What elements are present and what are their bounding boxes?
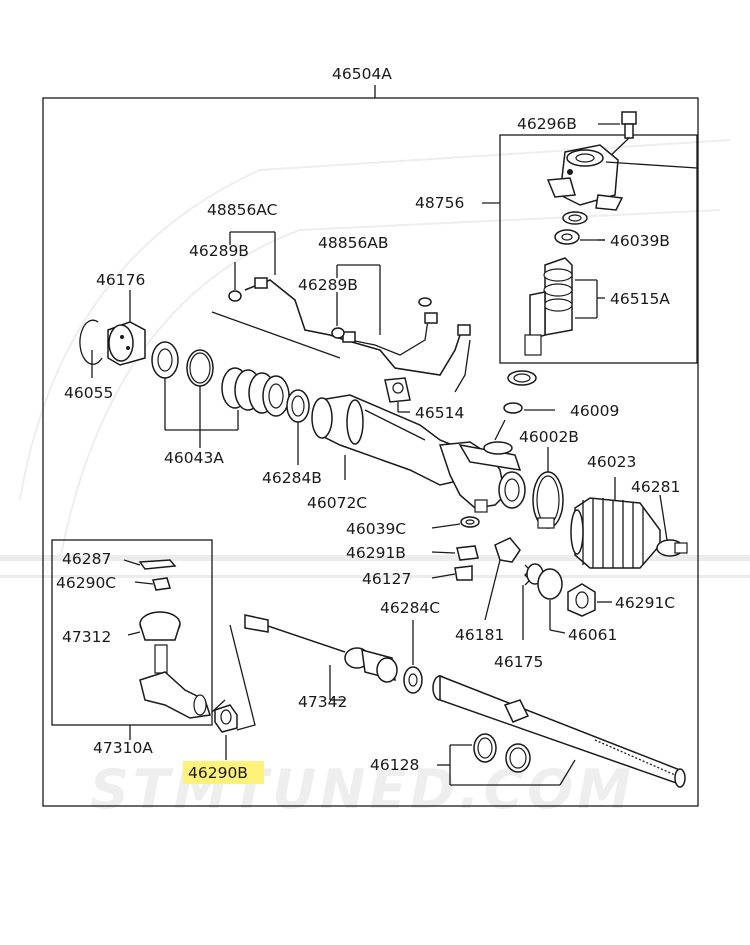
- washer-46284C-drawing: [403, 620, 423, 694]
- rack-seals-drawing: [221, 367, 310, 465]
- rack-housing-46072C-drawing: [311, 394, 526, 513]
- label-46039B[interactable]: 46039B: [610, 232, 670, 250]
- valve-housing-48756-drawing: [546, 144, 698, 211]
- nut-46290B-drawing: [211, 624, 256, 760]
- label-48856AC[interactable]: 48856AC: [207, 201, 277, 219]
- tie-rod-47342-drawing: [244, 614, 398, 700]
- pinion-valve-46515A-drawing: [524, 257, 605, 356]
- label-46039C[interactable]: 46039C: [346, 520, 406, 538]
- band-46002B-drawing: [532, 447, 564, 529]
- bushing-46043A-drawing: [151, 341, 239, 448]
- watermark-text: STMTUNED.COM: [90, 758, 635, 821]
- pressure-pipes-drawing: [211, 231, 471, 393]
- label-46009[interactable]: 46009: [570, 402, 619, 420]
- label-46181[interactable]: 46181: [455, 626, 504, 644]
- label-46284B[interactable]: 46284B: [262, 469, 322, 487]
- label-46291C[interactable]: 46291C: [615, 594, 675, 612]
- boot-46023-drawing: [570, 477, 661, 569]
- label-46504A[interactable]: 46504A: [332, 65, 392, 83]
- label-46061[interactable]: 46061: [568, 626, 617, 644]
- label-46514[interactable]: 46514: [415, 404, 464, 422]
- label-46002B[interactable]: 46002B: [519, 428, 579, 446]
- label-46175[interactable]: 46175: [494, 653, 543, 671]
- seal-46009-drawing: [503, 370, 555, 414]
- rack-guide-parts-drawing: [484, 537, 612, 640]
- label-46128[interactable]: 46128: [370, 756, 419, 774]
- end-cap-46176-drawing: [107, 290, 146, 366]
- clamp-46514-drawing: [384, 377, 411, 413]
- leader-lines: [91, 239, 605, 766]
- label-46284C[interactable]: 46284C: [380, 599, 440, 617]
- label-46281[interactable]: 46281: [631, 478, 680, 496]
- part-labels: 46504A 46296B 48756 46039B 46515A 48856A…: [56, 65, 680, 784]
- label-46072C[interactable]: 46072C: [307, 494, 367, 512]
- washer-46039B-drawing: [554, 229, 605, 245]
- label-46289B-center[interactable]: 46289B: [298, 276, 358, 294]
- small-parts-center-drawing: [431, 516, 480, 581]
- label-46127[interactable]: 46127: [362, 570, 411, 588]
- label-46290C[interactable]: 46290C: [56, 574, 116, 592]
- watermark: STMTUNED.COM: [0, 139, 750, 821]
- highlight-46290B: [183, 761, 264, 784]
- label-46289B-left[interactable]: 46289B: [189, 242, 249, 260]
- label-46291B[interactable]: 46291B: [346, 544, 406, 562]
- label-46055[interactable]: 46055: [64, 384, 113, 402]
- tie-rod-end-47310A-drawing: [123, 559, 211, 740]
- label-47312[interactable]: 47312: [62, 628, 111, 646]
- label-46515A[interactable]: 46515A: [610, 290, 670, 308]
- label-46023[interactable]: 46023: [587, 453, 636, 471]
- label-48856AB[interactable]: 48856AB: [318, 234, 389, 252]
- label-48756[interactable]: 48756: [415, 194, 464, 212]
- label-47310A[interactable]: 47310A: [93, 739, 153, 757]
- tie-rod-end-subframe: [51, 539, 213, 726]
- assembly-frame: [42, 97, 699, 807]
- rack-46128-drawing: [432, 674, 686, 788]
- label-46176[interactable]: 46176: [96, 271, 145, 289]
- snap-ring-46055-drawing: [79, 319, 103, 375]
- label-46296B[interactable]: 46296B: [517, 115, 577, 133]
- label-47342[interactable]: 47342: [298, 693, 347, 711]
- label-46290B[interactable]: 46290B: [188, 764, 248, 782]
- label-46043A[interactable]: 46043A: [164, 449, 224, 467]
- clip-46281-drawing: [656, 494, 688, 557]
- valve-subframe: [499, 134, 698, 364]
- label-46287[interactable]: 46287: [62, 550, 111, 568]
